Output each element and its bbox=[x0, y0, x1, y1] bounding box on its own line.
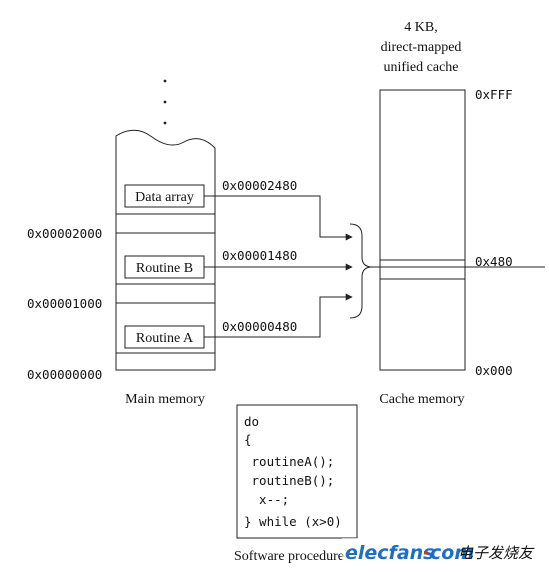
continuation-dots bbox=[163, 79, 167, 125]
address-0x00000000: 0x00000000 bbox=[27, 367, 102, 382]
software-procedure-box bbox=[236, 404, 358, 539]
routine-a-mapping-arrow bbox=[204, 293, 353, 338]
address-0x00002000: 0x00002000 bbox=[27, 226, 102, 241]
main-memory-column bbox=[115, 129, 216, 371]
code-line: x--; bbox=[244, 492, 289, 507]
code-line: { bbox=[244, 432, 252, 447]
code-line: do bbox=[244, 414, 259, 429]
watermark-brand: elecfans bbox=[345, 542, 434, 564]
watermark-dot: · bbox=[422, 542, 429, 564]
software-procedure-label: Software procedure bbox=[234, 549, 344, 564]
cache-title-line-2: direct-mapped bbox=[381, 40, 462, 55]
address-0x00001000: 0x00001000 bbox=[27, 296, 102, 311]
routine-b-address: 0x00001480 bbox=[222, 248, 297, 263]
data-array-mapping-arrow bbox=[204, 195, 353, 241]
cache-address-bottom: 0x000 bbox=[475, 363, 513, 378]
code-line: } while (x>0) bbox=[244, 514, 342, 529]
mapping-brace bbox=[349, 223, 373, 319]
cache-address-mid: 0x480 bbox=[475, 254, 513, 269]
cache-title-line-3: unified cache bbox=[383, 60, 458, 75]
data-array-label: Data array bbox=[135, 190, 194, 205]
main-memory-label: Main memory bbox=[125, 392, 205, 407]
elecfans-watermark: elecfans · com 电子发烧友 bbox=[342, 538, 549, 572]
code-line: routineA(); bbox=[244, 454, 334, 469]
watermark-domain: com bbox=[430, 542, 474, 564]
cache-address-top: 0xFFF bbox=[475, 87, 513, 102]
data-array-address: 0x00002480 bbox=[222, 178, 297, 193]
routine-a-label: Routine A bbox=[136, 331, 194, 346]
cache-title-line-1: 4 KB, bbox=[404, 20, 437, 35]
watermark-cjk: 电子发烧友 bbox=[458, 544, 535, 562]
routine-a-address: 0x00000480 bbox=[222, 319, 297, 334]
code-line: routineB(); bbox=[244, 473, 334, 488]
cache-memory-label: Cache memory bbox=[379, 392, 464, 407]
cache-memory-column bbox=[379, 89, 466, 371]
routine-b-label: Routine B bbox=[136, 261, 193, 276]
